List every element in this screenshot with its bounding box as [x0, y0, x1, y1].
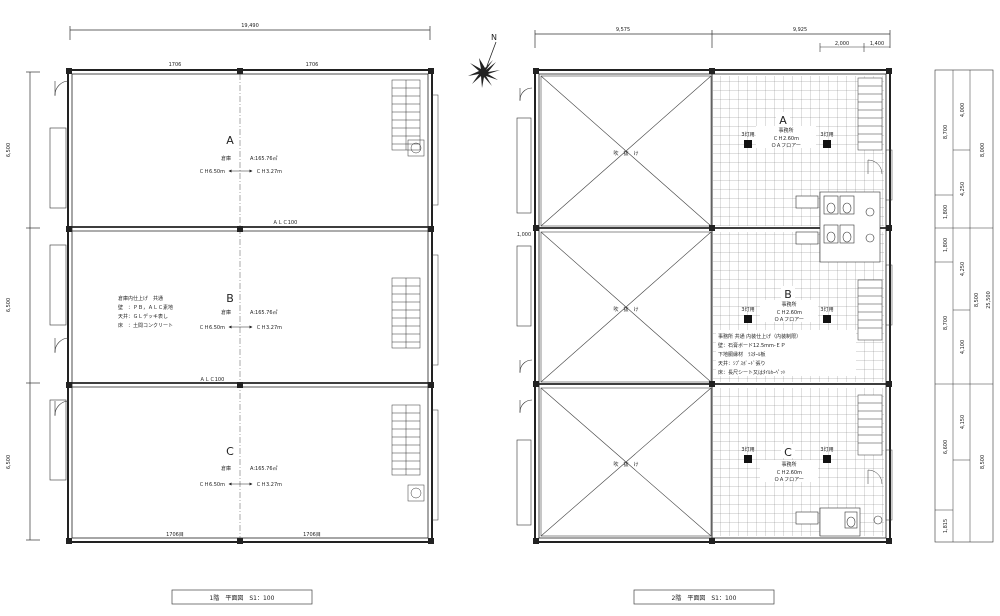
f2-office-c-letter: C: [784, 446, 792, 459]
north-label: N: [491, 33, 497, 42]
f2-office-a-floor: ＯＡフロアー: [771, 143, 801, 149]
f1-caption: 1階 平面図 S1：100: [210, 594, 275, 602]
f1-unit-b: B 倉庫 A:165.76㎡ ＣＨ6.50m ＣＨ3.27m: [199, 292, 282, 331]
svg-text:4,150: 4,150: [960, 415, 966, 429]
f2-void-label-3: 吹 抜 け: [613, 461, 638, 468]
f2-light-label-c1: 3灯用: [741, 446, 754, 453]
svg-text:1,815: 1,815: [943, 519, 949, 533]
svg-text:倉庫内仕上げ 共通: 倉庫内仕上げ 共通: [118, 295, 163, 302]
svg-text:8,700: 8,700: [943, 125, 949, 139]
svg-text:事務所 共通 内装仕上げ（内装制限）: 事務所 共通 内装仕上げ（内装制限）: [718, 333, 801, 340]
f2-top-dim-1: 9,575: [616, 27, 630, 33]
f1-unit-a-ch-left: ＣＨ6.50m: [199, 169, 225, 175]
f1-unit-b-use: 倉庫: [221, 309, 231, 316]
f2-light-label-b1: 3灯用: [741, 306, 754, 313]
floor2-plan: 9,575 9,925 2,000 1,400 吹 抜 け 吹 抜 け 吹 抜 …: [516, 27, 893, 605]
f1-left-dim-1: 6,500: [6, 143, 12, 157]
f1-unit-a-use: 倉庫: [221, 155, 231, 162]
f1-unit-c-ch-right: ＣＨ3.27m: [256, 482, 282, 488]
svg-text:天井：ｼﾌﾟｽﾎﾞｰﾄﾞ張り: 天井：ｼﾌﾟｽﾎﾞｰﾄﾞ張り: [718, 360, 766, 367]
f1-unit-b-ch-left: ＣＨ6.50m: [199, 325, 225, 331]
f2-top-sub-1: 2,000: [835, 41, 849, 47]
f1-unit-c-ch-left: ＣＨ6.50m: [199, 482, 225, 488]
svg-text:1,800: 1,800: [943, 238, 949, 252]
north-arrow-icon: N: [468, 33, 500, 88]
f1-unit-b-area: A:165.76㎡: [250, 309, 278, 316]
f2-right-dimension-strip: 8,700 1,800 1,800 8,700 6,600 1,815 4,00…: [934, 69, 994, 543]
f1-unit-c-area: A:165.76㎡: [250, 465, 278, 472]
f1-unit-a-letter: A: [226, 134, 234, 147]
f2-light-label-a1: 3灯用: [741, 131, 754, 138]
svg-text:8,500: 8,500: [980, 455, 986, 469]
f1-bottom-left-label: 1706目: [166, 532, 184, 538]
svg-text:壁 ：ＰＢ，ＡＬＣ素地: 壁 ：ＰＢ，ＡＬＣ素地: [118, 304, 173, 311]
svg-text:床：長尺シート又はﾀｲﾙｶｰﾍﾟｯﾄ: 床：長尺シート又はﾀｲﾙｶｰﾍﾟｯﾄ: [718, 369, 786, 376]
f2-office-a-name: 事務所: [778, 127, 793, 134]
f1-unit-a: A 倉庫 A:165.76㎡ ＣＨ6.50m ＣＨ3.27m: [199, 134, 282, 175]
f2-finish-note: 事務所 共通 内装仕上げ（内装制限） 壁：石膏ボード12.5mm-ＥＰ 下地胴縁…: [716, 330, 856, 376]
f1-unit-b-ch-right: ＣＨ3.27m: [256, 325, 282, 331]
svg-text:6,600: 6,600: [943, 440, 949, 454]
f1-top-sub-right: 1706: [306, 62, 319, 68]
svg-text:25,500: 25,500: [986, 291, 992, 309]
f1-alc-1: ＡＬＣ100: [273, 220, 298, 226]
f2-office-a-letter: A: [779, 114, 787, 127]
f1-unit-b-letter: B: [226, 292, 234, 305]
f2-top-dim-2: 9,925: [793, 27, 807, 33]
f1-top-sub-left: 1706: [169, 62, 182, 68]
svg-text:1,800: 1,800: [943, 205, 949, 219]
f2-office-b-floor: ＯＡフロアー: [774, 317, 804, 323]
f2-void-label-1: 吹 抜 け: [613, 150, 638, 157]
f1-bottom-right-label: 1706目: [303, 532, 321, 538]
f2-light-label-a2: 3灯用: [820, 131, 833, 138]
f1-unit-a-area: A:165.76㎡: [250, 155, 278, 162]
f1-unit-c: C 倉庫 A:165.76㎡ ＣＨ6.50m ＣＨ3.27m: [199, 445, 282, 488]
svg-text:床 ：土間コンクリート: 床 ：土間コンクリート: [118, 322, 173, 329]
f1-alc-2: ＡＬＣ100: [200, 377, 225, 383]
f1-left-dim-2: 6,500: [6, 298, 12, 312]
f2-void-label-2: 吹 抜 け: [613, 306, 638, 313]
f2-office-b: B 事務所 ＣＨ2.60m ＯＡフロアー: [760, 286, 818, 323]
f2-office-b-ch: ＣＨ2.60m: [776, 310, 802, 316]
f2-caption: 2階 平面図 S1：100: [672, 594, 737, 602]
f2-light-label-b2: 3灯用: [820, 306, 833, 313]
f2-office-c-ch: ＣＨ2.60m: [776, 470, 802, 476]
svg-text:8,500: 8,500: [974, 293, 980, 307]
svg-text:4,250: 4,250: [960, 182, 966, 196]
svg-text:8,700: 8,700: [943, 316, 949, 330]
svg-text:8,000: 8,000: [980, 143, 986, 157]
f2-light-label-c2: 3灯用: [820, 446, 833, 453]
f2-office-a: A 事務所 ＣＨ2.60m ＯＡフロアー: [756, 112, 816, 149]
svg-text:4,250: 4,250: [960, 262, 966, 276]
f2-office-b-name: 事務所: [781, 301, 796, 308]
svg-text:下地胴縁材 ﾗｽﾀｰﾙ板: 下地胴縁材 ﾗｽﾀｰﾙ板: [718, 351, 766, 358]
svg-text:壁：石膏ボード12.5mm-ＥＰ: 壁：石膏ボード12.5mm-ＥＰ: [718, 342, 786, 349]
f2-office-c: C 事務所 ＣＨ2.60m ＯＡフロアー: [760, 444, 818, 483]
svg-text:4,000: 4,000: [960, 103, 966, 117]
f2-office-a-ch: ＣＨ2.60m: [773, 136, 799, 142]
f2-office-b-letter: B: [784, 288, 792, 301]
svg-text:天井：ＧＬデッキ表し: 天井：ＧＬデッキ表し: [118, 313, 168, 320]
f2-top-sub-2: 1,400: [870, 41, 884, 47]
f2-office-c-floor: ＯＡフロアー: [774, 477, 804, 483]
f2-office-c-name: 事務所: [781, 461, 796, 468]
f2-left-dim: 1,000: [517, 232, 531, 238]
svg-text:4,100: 4,100: [960, 340, 966, 354]
f1-finish-note: 倉庫内仕上げ 共通 壁 ：ＰＢ，ＡＬＣ素地 天井：ＧＬデッキ表し 床 ：土間コン…: [118, 295, 173, 329]
f1-unit-c-use: 倉庫: [221, 465, 231, 472]
f1-left-dim-3: 6,500: [6, 455, 12, 469]
floor1-plan: 19,490 1706 1706 6,500 6,500 6,500: [6, 23, 439, 605]
f1-unit-c-letter: C: [226, 445, 234, 458]
f1-unit-a-ch-right: ＣＨ3.27m: [256, 169, 282, 175]
f1-total-width: 19,490: [241, 23, 259, 29]
